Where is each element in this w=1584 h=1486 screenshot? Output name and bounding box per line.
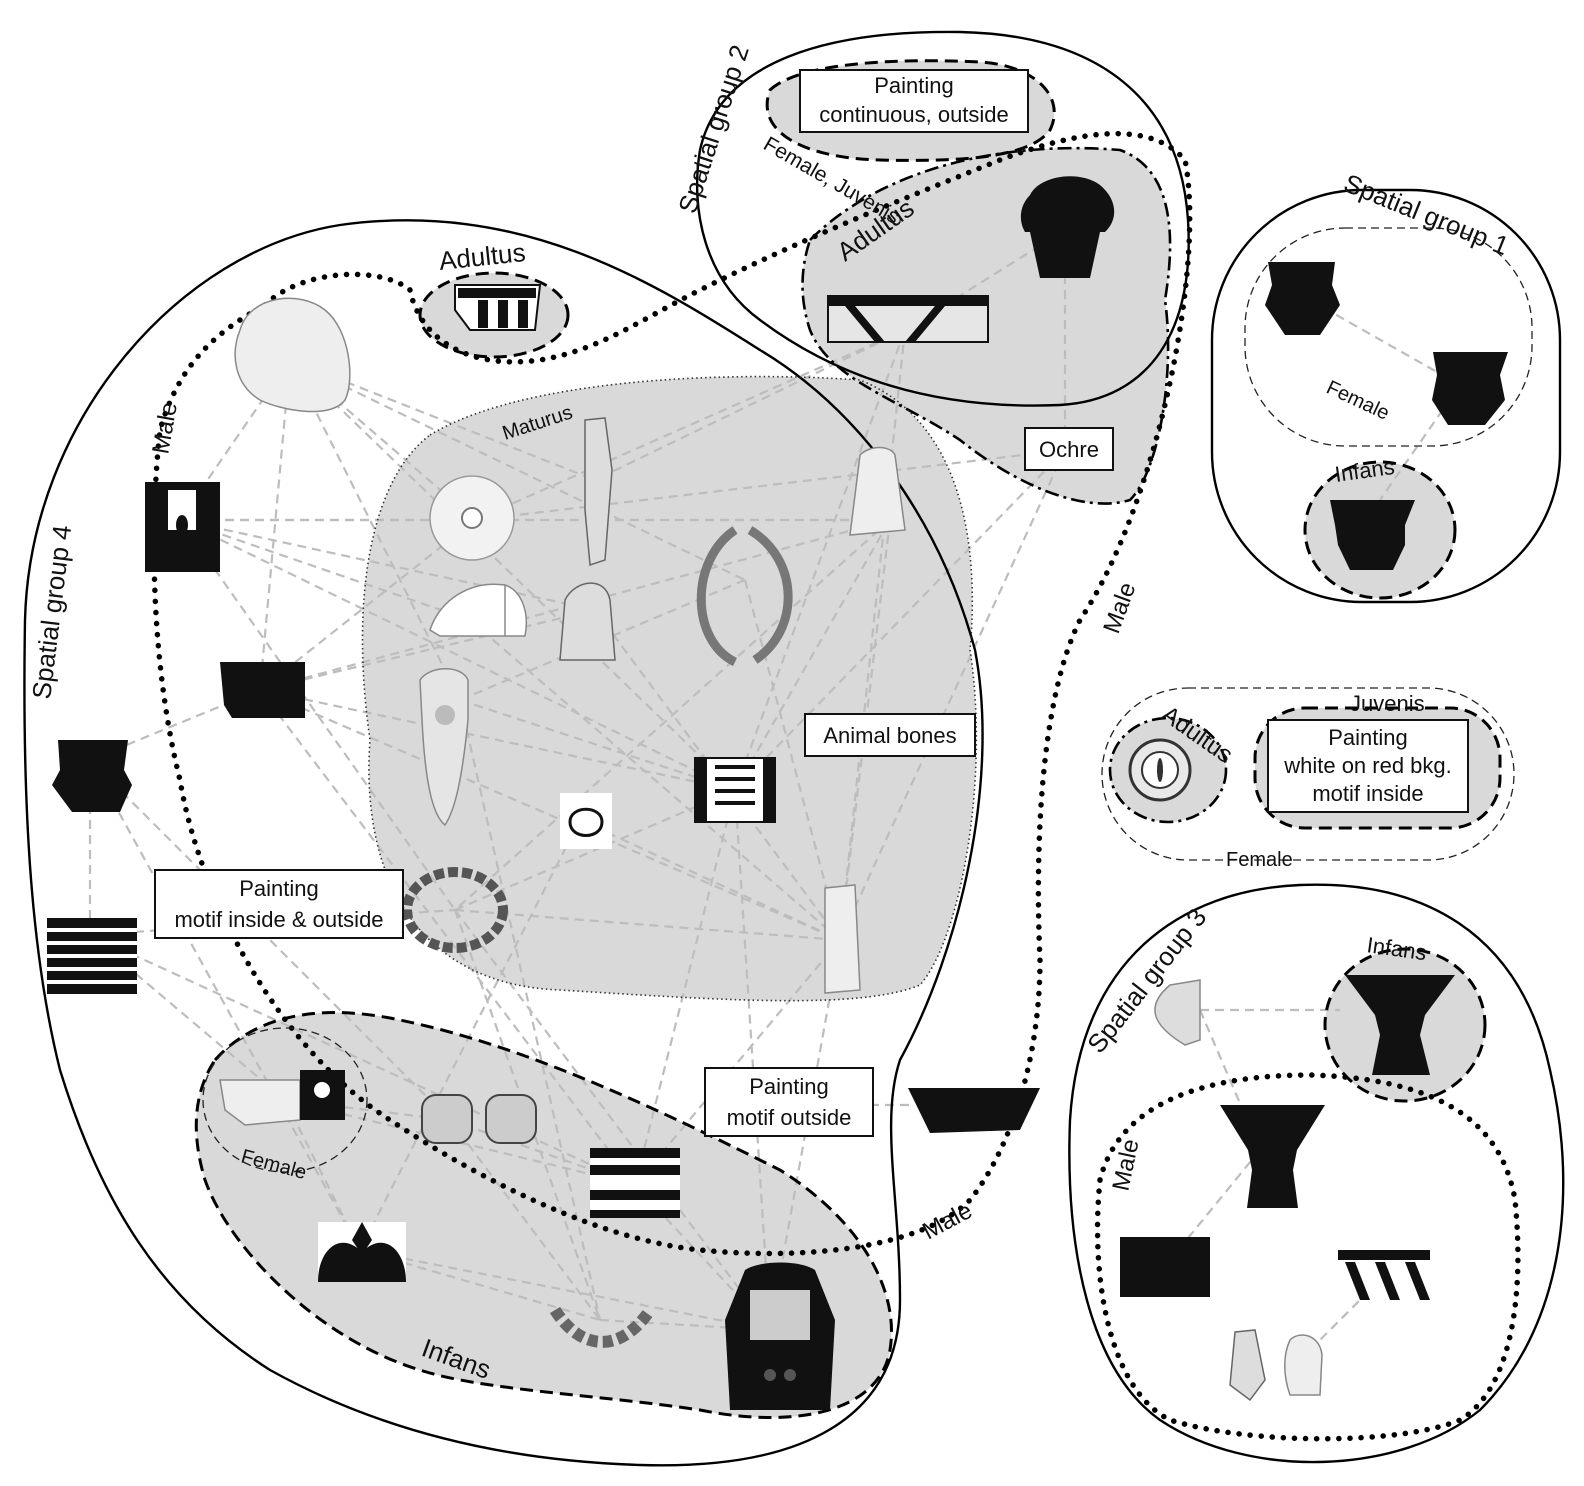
svg-text:Painting: Painting — [749, 1074, 829, 1099]
sherd-icon — [454, 284, 542, 331]
painting-outside-box: Painting motif outside — [704, 1067, 874, 1137]
sherd-icon — [1120, 1237, 1210, 1297]
female-g1-outline — [1244, 227, 1533, 447]
svg-text:white on red bkg.: white on red bkg. — [1283, 753, 1452, 778]
spatial-group-1-label: Spatial group 1 — [1340, 168, 1513, 261]
svg-text:Painting: Painting — [239, 876, 319, 901]
blade-icon — [584, 417, 613, 567]
painting-continuous-box: Painting continuous, outside — [799, 69, 1029, 133]
spindle-whorl-icon — [429, 475, 515, 561]
sherd-icon — [220, 662, 305, 718]
spatial-group-1-boundary — [1210, 188, 1562, 604]
seal-icon — [560, 793, 612, 849]
axe-hole-icon — [435, 705, 455, 725]
figurine-icon — [725, 1262, 835, 1410]
maturus-outline — [361, 375, 978, 1002]
adze-icon — [849, 446, 906, 536]
maturus-region — [362, 376, 977, 1001]
sherd-icon — [47, 918, 137, 994]
infans-g3-outline — [1323, 947, 1487, 1103]
svg-text:continuous, outside: continuous, outside — [819, 102, 1009, 127]
adultus-g4-outline — [418, 271, 570, 359]
sherd-icon — [590, 1148, 680, 1218]
spindle-whorl-icon — [1128, 738, 1192, 802]
svg-text:Painting: Painting — [1328, 725, 1408, 750]
figurine-icon — [219, 1070, 345, 1126]
female-juvenis-outline — [765, 59, 1056, 162]
spatial-group-2-label: Spatial group 2 — [672, 41, 755, 217]
sherd-icon — [429, 583, 527, 637]
svg-text:motif inside: motif inside — [1312, 781, 1423, 806]
svg-text:Painting: Painting — [874, 73, 954, 98]
stone-icon — [1284, 1334, 1323, 1396]
infans-g1-outline — [1303, 460, 1457, 600]
sherd-icon — [827, 295, 989, 343]
painting-white-on-red-box: Painting white on red bkg. motif inside — [1267, 719, 1469, 813]
animal-bones-box: Animal bones — [804, 713, 976, 757]
adultus-g4-label: Adultus — [437, 237, 526, 276]
female-g4-outline — [202, 1027, 368, 1173]
juvenis-mid-label: Juvenis — [1350, 691, 1425, 716]
vessel-icon — [52, 740, 132, 812]
svg-text:motif outside: motif outside — [727, 1105, 852, 1130]
sherd-icon — [1338, 1250, 1430, 1300]
sherd-icon — [694, 757, 776, 823]
vessel-icon — [908, 1088, 1040, 1133]
spatial-group-4-boundary — [23, 219, 984, 1467]
spatial-group-2-boundary — [695, 30, 1190, 407]
boar-tusk-icon — [696, 526, 793, 667]
male-bottom-label: Male — [918, 1197, 977, 1245]
seal-icon — [421, 1094, 537, 1144]
adze-icon — [824, 884, 861, 994]
ochre-box: Ochre — [1024, 427, 1114, 471]
svg-text:Animal bones: Animal bones — [823, 723, 956, 748]
female-g1-label: Female — [1323, 377, 1393, 425]
male-right-label: Male — [1098, 579, 1141, 637]
bracelet-icon — [402, 867, 508, 953]
vessel-icon — [1220, 1105, 1325, 1208]
connector-lines — [88, 229, 1461, 1351]
vessel-icon — [1432, 352, 1508, 425]
vessel-icon — [1020, 176, 1115, 278]
axe-icon — [419, 668, 469, 827]
infans-g4-outline — [194, 1011, 893, 1419]
female-mid-label: Female — [1226, 849, 1293, 871]
sherd-icon — [318, 1222, 406, 1282]
figurine-icon — [1154, 979, 1201, 1046]
vessel-icon — [1330, 500, 1415, 570]
juvenis-mid-outline — [1253, 706, 1502, 830]
adultus-g2-outline — [801, 146, 1172, 505]
female-mid-outline — [1101, 687, 1515, 861]
svg-text:motif inside & outside: motif inside & outside — [174, 907, 383, 932]
male-g3-label: Male — [1107, 1137, 1144, 1194]
blade-icon — [1229, 1329, 1266, 1402]
spatial-group-3-boundary — [1068, 883, 1565, 1464]
infans-g4-region — [196, 1012, 892, 1418]
vessel-icon — [1265, 262, 1340, 335]
blade-icon — [559, 582, 616, 661]
adultus-mid-outline — [1108, 716, 1228, 824]
vessel-icon — [1345, 975, 1455, 1075]
figurine-icon — [145, 482, 220, 572]
male-g4-label: Male — [147, 400, 183, 456]
svg-text:Ochre: Ochre — [1039, 437, 1099, 462]
stone-icon — [234, 297, 351, 413]
painting-inside-outside-box: Painting motif inside & outside — [154, 869, 404, 939]
